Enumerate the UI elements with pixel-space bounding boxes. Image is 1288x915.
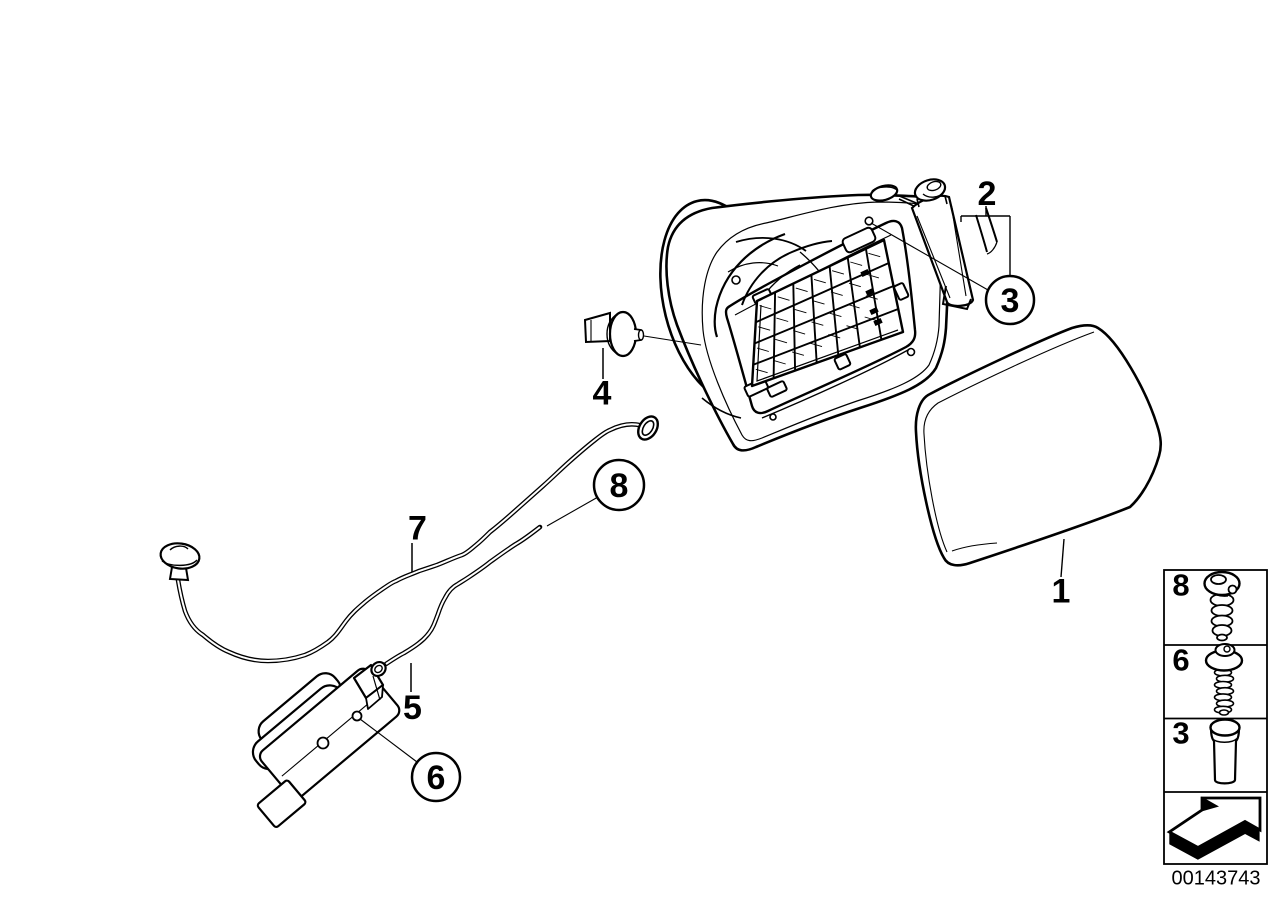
svg-text:5: 5 xyxy=(403,689,422,727)
svg-text:1: 1 xyxy=(1052,573,1071,611)
svg-text:3: 3 xyxy=(1172,715,1189,750)
svg-text:8: 8 xyxy=(1172,568,1189,603)
svg-text:6: 6 xyxy=(427,759,446,797)
svg-text:8: 8 xyxy=(610,467,629,505)
svg-text:2: 2 xyxy=(978,175,997,213)
svg-text:00143743: 00143743 xyxy=(1172,868,1261,890)
svg-text:3: 3 xyxy=(1001,282,1020,320)
svg-text:7: 7 xyxy=(408,510,427,548)
svg-text:6: 6 xyxy=(1172,643,1189,678)
svg-text:4: 4 xyxy=(593,375,612,413)
